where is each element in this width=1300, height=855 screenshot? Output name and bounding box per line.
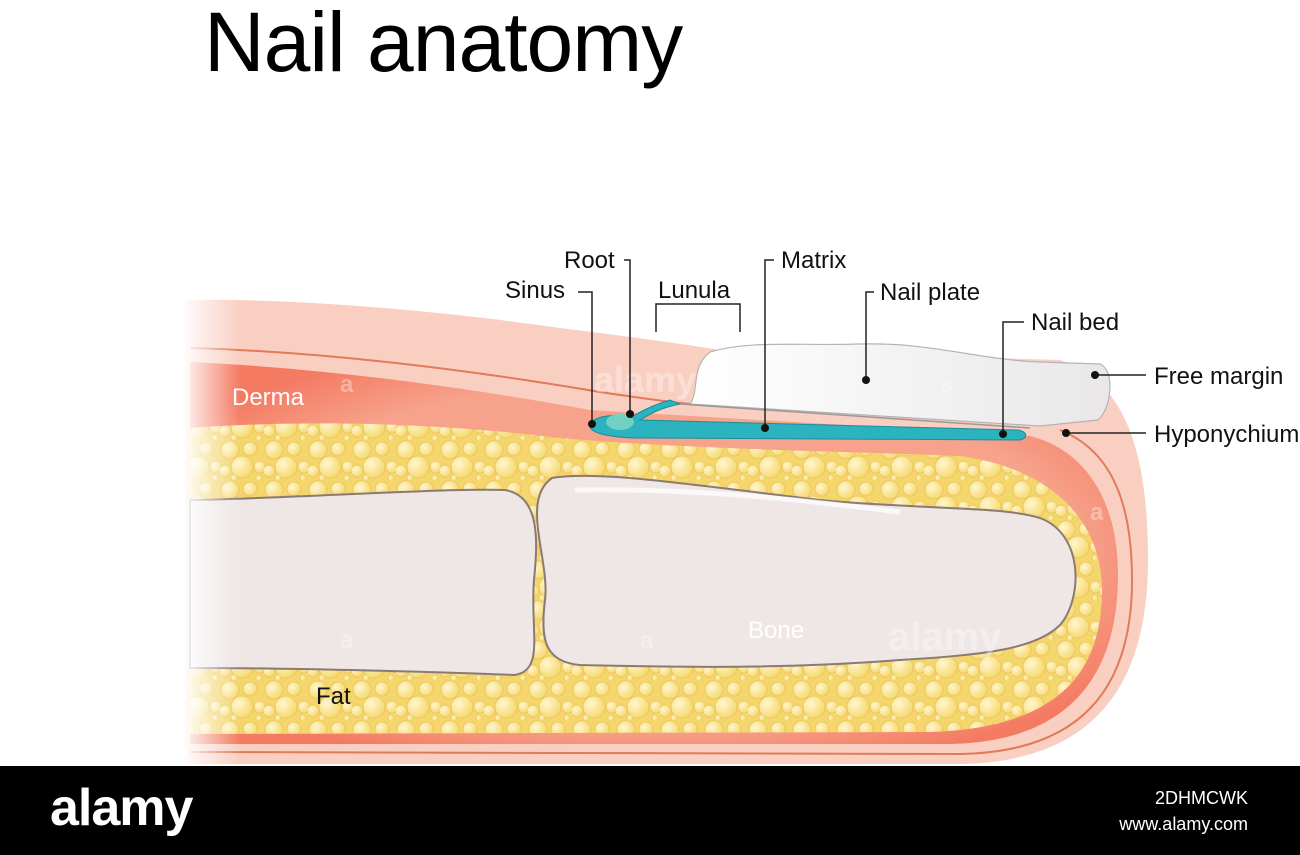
label-lunula: Lunula xyxy=(658,277,731,304)
bracket-lunula xyxy=(656,304,740,332)
label-nail-bed: Nail bed xyxy=(1031,309,1119,336)
footer-logo: alamy xyxy=(50,778,192,838)
label-fat: Fat xyxy=(316,683,351,710)
footer-url: www.alamy.com xyxy=(1119,814,1248,835)
label-free-margin: Free margin xyxy=(1154,363,1283,390)
watermark-letter: a xyxy=(340,371,354,398)
label-hyponychium: Hyponychium xyxy=(1154,421,1299,448)
watermark-letter-5: a xyxy=(1090,499,1104,526)
watermark-text: alamy xyxy=(594,359,696,400)
dot-matrix xyxy=(761,424,769,432)
dot-root xyxy=(626,410,634,418)
label-root: Root xyxy=(564,247,615,274)
dot-nail-plate xyxy=(862,376,870,384)
label-nail-plate: Nail plate xyxy=(880,279,980,306)
footer-bar: alamy 2DHMCWK www.alamy.com xyxy=(0,766,1300,855)
watermark-letter-3: a xyxy=(640,627,654,654)
nail-anatomy-diagram: Derma Bone Fat alamy alamy a a a a a Roo… xyxy=(0,0,1300,766)
footer-image-id: 2DHMCWK xyxy=(1155,788,1248,809)
dot-free-margin xyxy=(1091,371,1099,379)
dot-hyponychium xyxy=(1062,429,1070,437)
dot-sinus xyxy=(588,420,596,428)
watermark-letter-2: a xyxy=(340,627,354,654)
dot-nail-bed xyxy=(999,430,1007,438)
watermark-text-2: alamy xyxy=(888,615,1002,659)
left-fade xyxy=(180,290,240,766)
label-bone: Bone xyxy=(748,617,804,644)
label-sinus: Sinus xyxy=(505,277,565,304)
bone-proximal xyxy=(190,490,536,675)
watermark-letter-4: a xyxy=(940,371,954,398)
label-matrix: Matrix xyxy=(781,247,846,274)
label-derma: Derma xyxy=(232,384,305,411)
